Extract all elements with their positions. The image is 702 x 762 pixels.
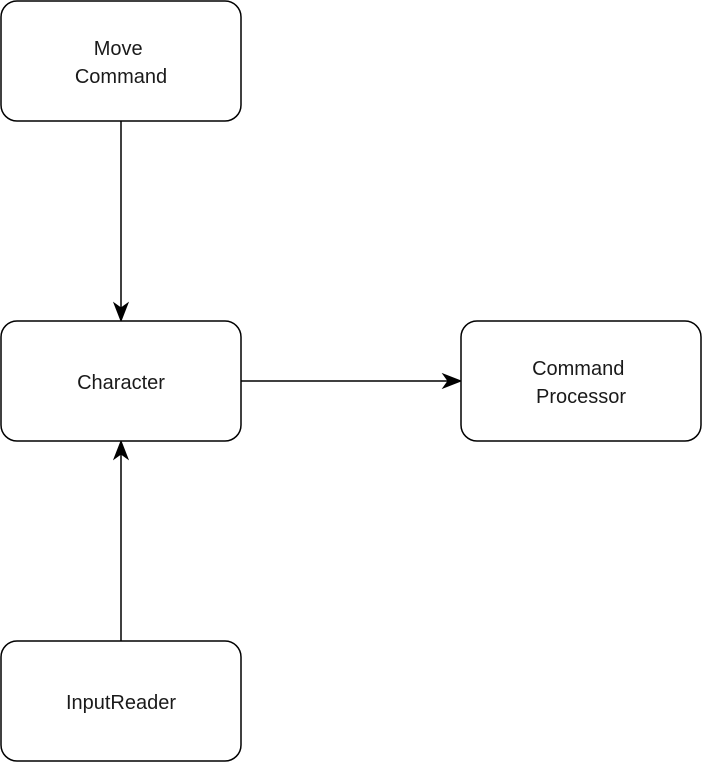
node-character[interactable]: Character [0,320,242,442]
edge-input-reader-to-character [112,439,130,641]
edge-move-command-to-character [112,121,130,323]
node-command-processor-label: Command Processor [532,358,630,408]
node-input-reader-label: InputReader [66,692,176,714]
arrowhead-down [112,301,130,323]
node-input-reader[interactable]: InputReader [0,640,242,762]
edge-character-to-command-processor [241,372,463,390]
node-character-label: Character [77,372,165,394]
arrowhead-right [441,372,463,390]
arrowhead-up [112,439,130,461]
node-move-command-label: Move Command [75,38,167,88]
node-command-processor[interactable]: Command Processor [460,320,702,442]
node-move-command[interactable]: Move Command [0,0,242,122]
